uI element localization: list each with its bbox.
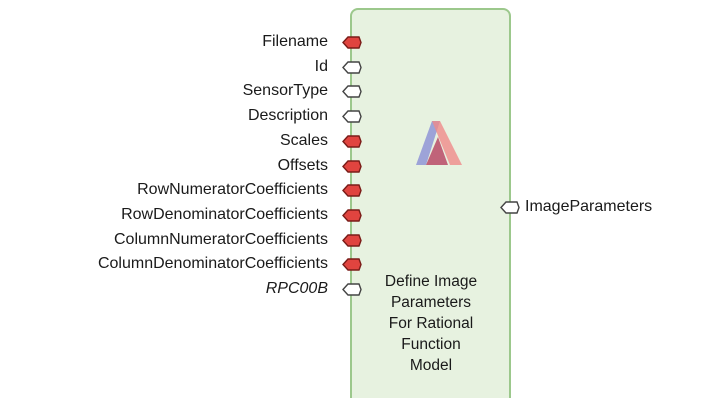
port-pin-icon[interactable]	[342, 209, 362, 222]
input-port-label: Description	[247, 107, 328, 125]
port-pin-icon[interactable]	[342, 184, 362, 197]
port-pin-icon[interactable]	[342, 85, 362, 99]
output-port-label: ImageParameters	[525, 198, 653, 215]
port-pin-icon[interactable]	[342, 159, 362, 173]
tool-logo-icon	[416, 121, 462, 165]
input-port-label: Filename	[262, 33, 328, 50]
input-port-rownumeratorcoefficients[interactable]: RowNumeratorCoefficients	[0, 178, 362, 202]
input-port-label: RowNumeratorCoefficients	[137, 181, 328, 199]
function-node[interactable]	[350, 8, 511, 398]
input-port-label: ColumnDenominatorCoefficients	[97, 255, 328, 273]
input-port-label: Id	[314, 57, 328, 75]
port-pin-icon[interactable]	[342, 110, 362, 123]
input-port-id[interactable]: Id	[0, 55, 362, 79]
input-port-label: SensorType	[242, 82, 328, 100]
input-port-label: RowDenominatorCoefficients	[121, 205, 328, 223]
input-port-rowdenominatorcoefficients[interactable]: RowDenominatorCoefficients	[0, 203, 362, 227]
input-port-offsets[interactable]: Offsets	[0, 154, 362, 178]
output-port-imageparameters[interactable]: ImageParameters	[500, 195, 708, 219]
input-port-label: ColumnNumeratorCoefficients	[113, 230, 328, 248]
port-pin-icon[interactable]	[342, 283, 362, 296]
port-pin-icon[interactable]	[500, 201, 520, 214]
input-port-columnnumeratorcoefficients[interactable]: ColumnNumeratorCoefficients	[0, 228, 362, 252]
input-port-rpc00b[interactable]: RPC00B	[0, 277, 362, 301]
input-port-description[interactable]: Description	[0, 104, 362, 128]
port-pin-icon[interactable]	[342, 233, 362, 247]
port-pin-icon[interactable]	[342, 60, 362, 74]
port-pin-icon[interactable]	[342, 36, 362, 49]
port-pin-icon[interactable]	[342, 258, 362, 271]
node-title: Define Image Parameters For Rational Fun…	[384, 273, 478, 374]
input-port-label: Offsets	[277, 156, 328, 174]
input-port-label: Scales	[279, 131, 328, 149]
input-port-scales[interactable]: Scales	[0, 129, 362, 153]
input-port-columndenominatorcoefficients[interactable]: ColumnDenominatorCoefficients	[0, 252, 362, 276]
input-port-sensortype[interactable]: SensorType	[0, 79, 362, 103]
input-port-filename[interactable]: Filename	[0, 30, 362, 54]
input-port-label: RPC00B	[265, 280, 328, 297]
port-pin-icon[interactable]	[342, 135, 362, 148]
